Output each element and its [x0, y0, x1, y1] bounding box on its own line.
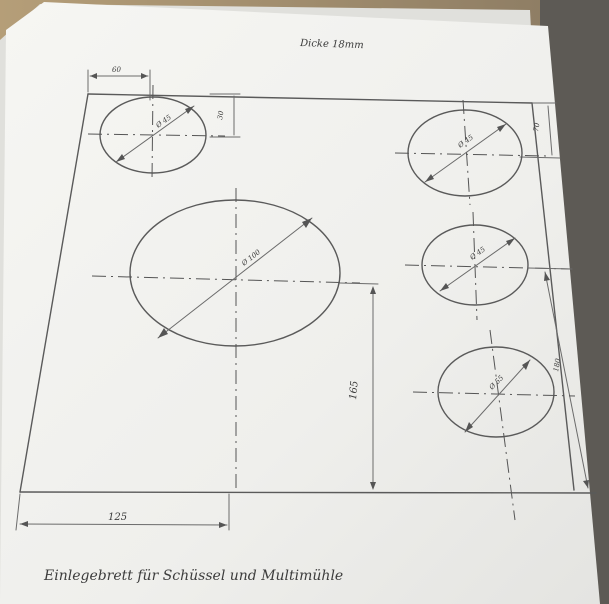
svg-text:30: 30: [216, 110, 226, 121]
board-outline: [19, 93, 597, 494]
dimension-top-left-offset: 60: [87, 66, 151, 101]
dimension-width: 125: [15, 493, 230, 531]
dimension-height: 165: [339, 282, 379, 490]
dimension-right-height: 180: [527, 267, 589, 489]
svg-text:70: 70: [532, 122, 542, 133]
svg-text:180: 180: [552, 357, 562, 372]
thickness-note: Dicke 18mm: [299, 38, 364, 51]
dimension-top-left-drop: 30: [209, 93, 241, 138]
drawing-caption: Einlegebrett für Schüssel und Multimühle: [43, 568, 343, 584]
dimension-top-right-drop: 70: [519, 102, 561, 159]
svg-text:165: 165: [348, 380, 361, 400]
svg-text:125: 125: [108, 512, 127, 523]
svg-text:60: 60: [112, 66, 121, 74]
